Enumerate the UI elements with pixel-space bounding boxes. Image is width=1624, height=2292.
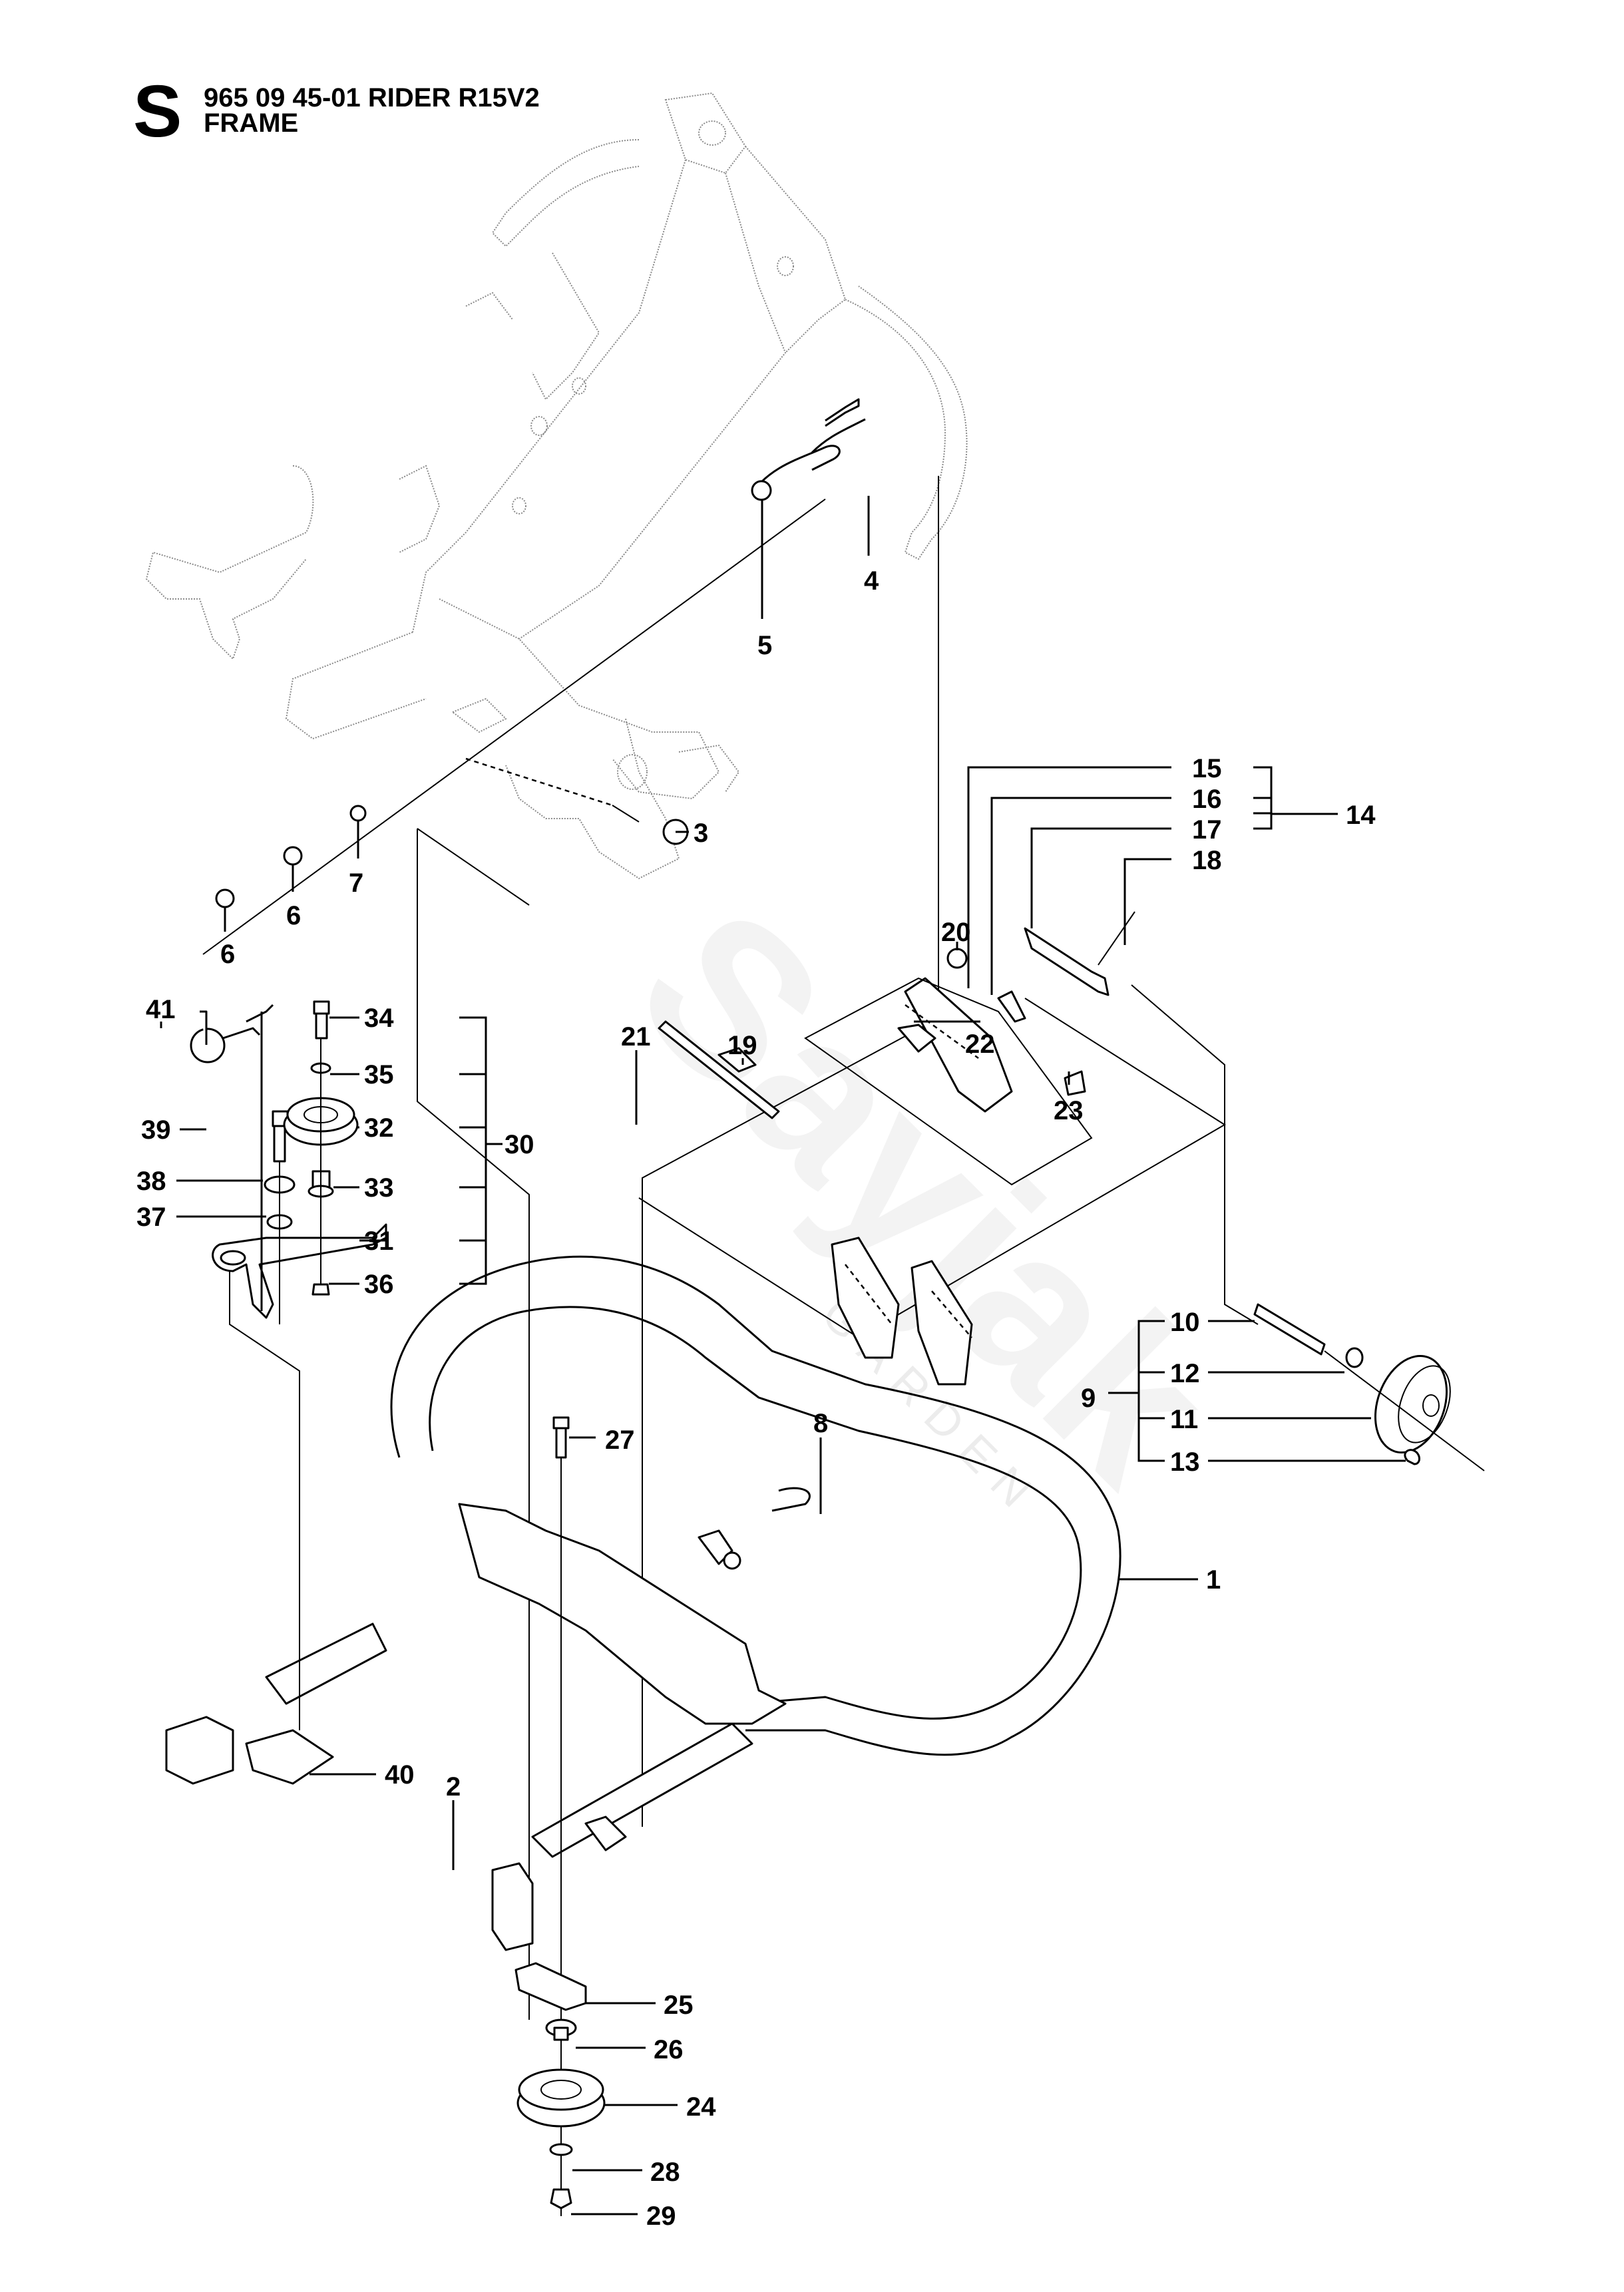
- callout-9[interactable]: 9: [1081, 1384, 1096, 1413]
- callout-3[interactable]: 3: [694, 819, 708, 848]
- callout-labels: 1 2 3 4 5 6 6 7 8 9 10 12 11 13 14 15 16…: [136, 566, 1376, 2231]
- callout-28[interactable]: 28: [650, 2158, 680, 2187]
- callout-21[interactable]: 21: [621, 1022, 651, 1051]
- callout-32[interactable]: 32: [364, 1113, 394, 1143]
- group-bracket-30: [160, 1016, 503, 1285]
- group-bracket-9: [1108, 1320, 1406, 1462]
- idler-pulley-assembly: [190, 1000, 387, 1730]
- callout-6b[interactable]: 6: [220, 940, 235, 969]
- callout-11[interactable]: 11: [1170, 1405, 1198, 1434]
- callout-6a[interactable]: 6: [286, 901, 301, 930]
- callout-4[interactable]: 4: [864, 566, 879, 596]
- callout-31[interactable]: 31: [364, 1227, 394, 1256]
- callout-30[interactable]: 30: [505, 1130, 534, 1159]
- callout-12[interactable]: 12: [1170, 1359, 1200, 1388]
- callout-8[interactable]: 8: [813, 1409, 828, 1438]
- callout-35[interactable]: 35: [364, 1060, 394, 1089]
- callout-14[interactable]: 14: [1346, 801, 1376, 830]
- callout-37[interactable]: 37: [136, 1203, 166, 1232]
- section-letter: S: [133, 71, 182, 152]
- callout-22[interactable]: 22: [965, 1030, 995, 1059]
- wheel-assembly: [1131, 984, 1485, 1471]
- pivot-bracket: [658, 1020, 973, 1386]
- callout-13[interactable]: 13: [1170, 1447, 1200, 1477]
- callout-38[interactable]: 38: [136, 1167, 166, 1196]
- callout-25[interactable]: 25: [664, 1991, 694, 2020]
- callout-40[interactable]: 40: [385, 1760, 415, 1790]
- callout-29[interactable]: 29: [646, 2201, 676, 2231]
- callout-34[interactable]: 34: [364, 1004, 394, 1033]
- callout-16[interactable]: 16: [1192, 785, 1222, 814]
- spring-adjuster-assembly: [202, 398, 866, 955]
- callout-5[interactable]: 5: [757, 631, 772, 660]
- watermark: Sayjak GARDEN: [592, 861, 1261, 1529]
- assembly-outline-center: [417, 476, 939, 2020]
- callout-33[interactable]: 33: [364, 1173, 394, 1203]
- callout-39[interactable]: 39: [141, 1115, 171, 1145]
- callout-27[interactable]: 27: [605, 1426, 635, 1455]
- diagram-title: 965 09 45-01 RIDER R15V2: [204, 83, 540, 112]
- callout-20[interactable]: 20: [941, 918, 971, 947]
- drive-pulley-assembly: [514, 1416, 606, 2216]
- callout-24[interactable]: 24: [686, 2092, 716, 2122]
- main-frame-tube: [165, 1255, 1121, 1951]
- callout-18[interactable]: 18: [1192, 846, 1222, 875]
- group-bracket-14: [967, 766, 1338, 995]
- callout-15[interactable]: 15: [1192, 754, 1222, 783]
- callout-23[interactable]: 23: [1054, 1096, 1084, 1125]
- callout-2[interactable]: 2: [446, 1772, 461, 1802]
- ghost-chassis-frame: [145, 92, 968, 880]
- latch-assembly: [638, 911, 1226, 1339]
- leader-lines: [224, 496, 1198, 2215]
- callout-10[interactable]: 10: [1170, 1308, 1200, 1337]
- callout-26[interactable]: 26: [654, 2035, 684, 2064]
- callout-7[interactable]: 7: [349, 868, 363, 898]
- diagram-subtitle: FRAME: [204, 108, 298, 138]
- callout-19[interactable]: 19: [727, 1031, 757, 1060]
- callout-17[interactable]: 17: [1192, 815, 1222, 845]
- callout-36[interactable]: 36: [364, 1270, 394, 1299]
- callout-41[interactable]: 41: [146, 995, 176, 1024]
- callout-1[interactable]: 1: [1206, 1565, 1221, 1595]
